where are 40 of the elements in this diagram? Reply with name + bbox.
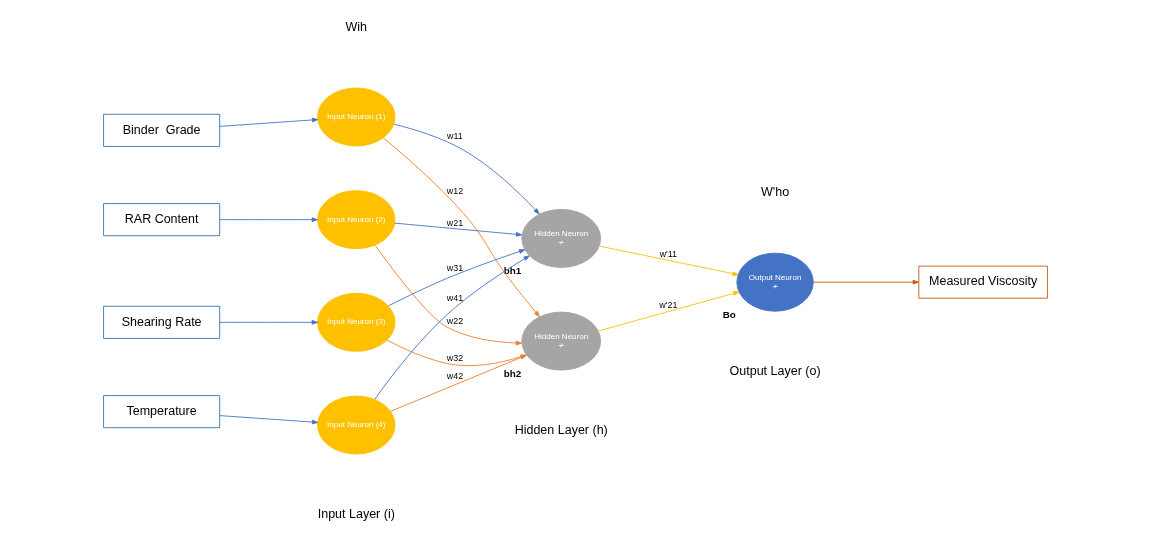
arrow <box>388 249 526 307</box>
node-box: Binder Grade <box>103 113 221 147</box>
node-ellipse: Input Neuron (1) <box>317 87 396 147</box>
label: Input Layer (i) <box>317 506 395 521</box>
label: Wih <box>345 19 368 34</box>
arrow <box>219 117 319 127</box>
node-ellipse: Output Neuron ≁ <box>736 252 814 312</box>
node-ellipse: Input Neuron (4) <box>317 395 396 455</box>
arrow <box>374 244 522 346</box>
arrow <box>599 245 739 276</box>
label: Output Layer (o) <box>729 363 821 378</box>
edge-label: w31 <box>446 262 464 273</box>
label: W'ho <box>761 185 790 200</box>
node-ellipse: Input Neuron (3) <box>317 292 396 352</box>
edge-label: w'11 <box>659 249 678 260</box>
edge-label: w'21 <box>659 300 678 311</box>
arrow <box>219 415 319 425</box>
node-box: Temperature <box>103 395 221 429</box>
node-box: Shearing Rate <box>103 305 221 339</box>
edge-label: w22 <box>446 316 464 327</box>
arrow <box>812 279 919 285</box>
label: Hidden Layer (h) <box>514 422 608 437</box>
edge-label: w42 <box>446 370 464 381</box>
edge-label: w11 <box>447 131 463 142</box>
arrow <box>219 217 318 222</box>
edge-label: w21 <box>446 217 464 228</box>
arrow <box>382 137 540 317</box>
node-box: Measured Viscosity <box>918 265 1048 299</box>
arrow <box>394 222 523 237</box>
edge-label: w32 <box>446 352 464 363</box>
edge-label: w12 <box>446 185 464 196</box>
arrow <box>219 320 318 325</box>
node-label: bh1 <box>503 265 522 277</box>
node-ellipse: Input Neuron (2) <box>317 190 396 250</box>
node-label: bh2 <box>503 368 522 380</box>
arrow <box>598 291 740 332</box>
node-box: RAR Content <box>103 203 221 237</box>
node-label: Bo <box>722 309 736 321</box>
edge-label: w41 <box>446 292 464 303</box>
arrow <box>393 123 540 215</box>
